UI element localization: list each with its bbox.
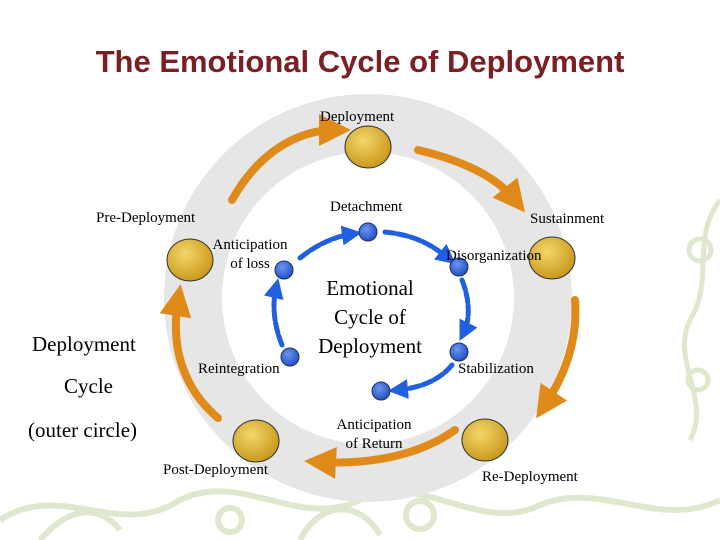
- label-reintegration: Reintegration: [198, 361, 280, 377]
- center-label-line2: Cycle of: [334, 305, 406, 329]
- outer-nodes: [166, 125, 576, 463]
- node-disorganization: [449, 257, 469, 277]
- node-anticipation-of-return: [371, 381, 391, 401]
- inner-arrows: [263, 225, 478, 400]
- arrow-postdeployment-to-predeployment: [159, 284, 222, 422]
- label-detachment: Detachment: [330, 199, 403, 215]
- node-detachment: [358, 222, 378, 242]
- label-anticipation-of-return: Anticipation of Return: [318, 416, 430, 454]
- center-label-line3: Deployment: [318, 334, 422, 358]
- label-anticipation-of-loss: Anticipation of loss: [194, 236, 306, 274]
- label-anticipation-of-loss-line2: of loss: [230, 256, 270, 272]
- side-label-line1: Deployment: [32, 332, 136, 356]
- label-disorganization: Disorganization: [446, 248, 542, 264]
- outer-arrows: [159, 114, 580, 479]
- center-label: Emotional Cycle of Deployment: [290, 274, 450, 361]
- label-pre-deployment: Pre-Deployment: [96, 210, 196, 226]
- side-label-line2: Cycle: [64, 374, 113, 398]
- arrow-detachment-to-disorganization: [382, 229, 456, 265]
- arrow-sustainment-to-redeployment: [536, 296, 580, 419]
- arrow-disorganization-to-stabilization: [459, 277, 478, 341]
- arrow-redeployment-to-postdeployment: [304, 426, 459, 479]
- side-label-line3: (outer circle): [28, 418, 138, 442]
- node-re-deployment: [461, 418, 509, 462]
- node-deployment: [344, 125, 392, 169]
- node-reintegration: [280, 347, 300, 367]
- node-post-deployment: [232, 419, 280, 463]
- label-anticipation-of-return-line2: of Return: [345, 436, 403, 452]
- arrow-deployment-to-sustainment: [414, 146, 526, 213]
- arrow-reintegration-to-loss: [263, 278, 285, 348]
- decorative-vine-right: [682, 198, 720, 442]
- label-re-deployment: Re-Deployment: [482, 469, 578, 485]
- label-deployment: Deployment: [320, 109, 395, 125]
- page-title: The Emotional Cycle of Deployment: [95, 44, 625, 79]
- arrow-stabilization-to-return: [388, 362, 455, 400]
- node-stabilization: [449, 342, 469, 362]
- label-anticipation-of-return-line1: Anticipation: [336, 417, 412, 433]
- node-pre-deployment: [166, 238, 214, 282]
- node-sustainment: [528, 236, 576, 280]
- arrow-predeployment-to-deployment: [228, 114, 351, 204]
- label-anticipation-of-loss-line1: Anticipation: [212, 237, 288, 253]
- outer-ring: [164, 94, 572, 502]
- arrow-loss-to-detachment: [297, 225, 362, 261]
- label-sustainment: Sustainment: [530, 211, 605, 227]
- inner-nodes: [274, 222, 469, 401]
- label-post-deployment: Post-Deployment: [163, 462, 268, 478]
- center-label-line1: Emotional: [326, 276, 414, 300]
- label-stabilization: Stabilization: [458, 361, 534, 377]
- node-anticipation-of-loss: [274, 260, 294, 280]
